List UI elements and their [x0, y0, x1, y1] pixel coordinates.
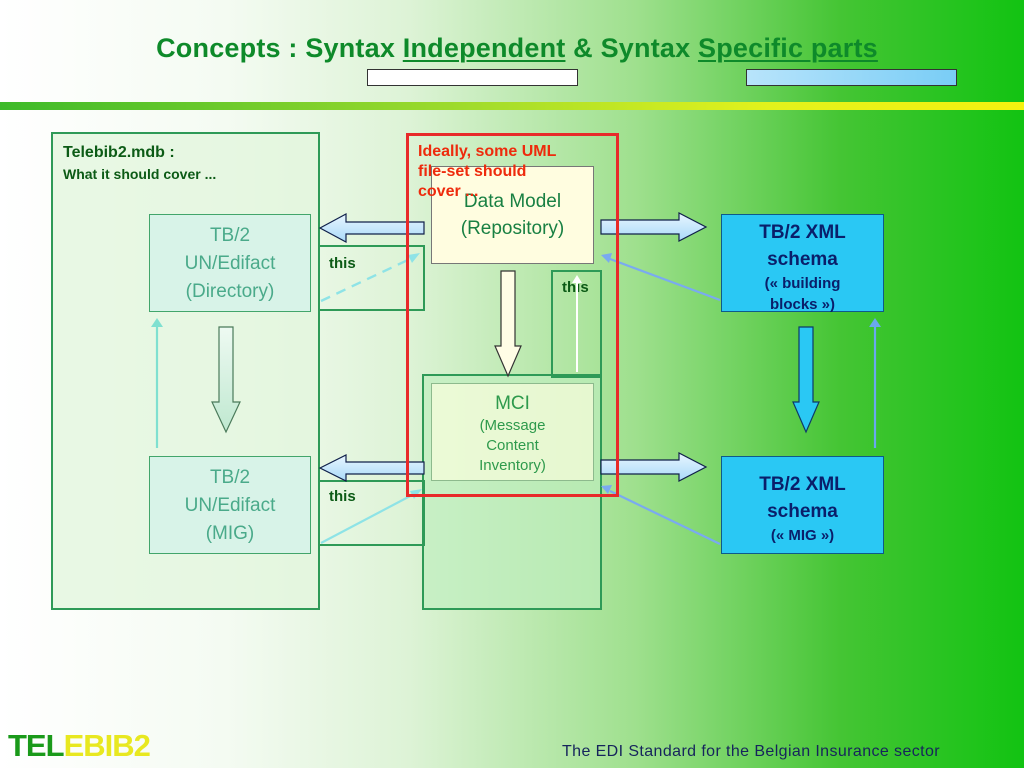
- up-arrow-mci-head: [572, 275, 582, 283]
- uml-note-line-2: file-set should: [418, 163, 527, 180]
- slide-title: Concepts : Syntax Independent & Syntax S…: [0, 33, 1024, 64]
- title-part-1: Concepts : Syntax: [156, 33, 403, 63]
- up-arrow-right-head: [869, 318, 881, 327]
- mig-line-1: TB/2: [209, 467, 251, 488]
- xml-building-sub-2: blocks »): [769, 296, 836, 313]
- tb2-mig-box: TB/2 UN/Edifact (MIG): [149, 456, 311, 554]
- arrow-directory-to-mig: [211, 326, 241, 434]
- connector-frame-mig: [318, 480, 425, 546]
- arrow-xml-building-to-mig: [792, 326, 820, 434]
- title-part-2: Independent: [402, 33, 566, 63]
- directory-line-1: TB/2: [209, 225, 251, 246]
- xml-building-title-1: TB/2 XML: [759, 222, 846, 243]
- mci-line-2: Content: [486, 437, 539, 454]
- xml-mig-sub-1: (« MIG »): [770, 527, 835, 544]
- data-model-line-2: (Repository): [460, 218, 565, 239]
- title-part-4: Specific parts: [698, 33, 878, 63]
- uml-note-line-1: Ideally, some UML: [418, 143, 557, 160]
- mci-line-3: Inventory): [479, 457, 546, 474]
- this-label-directory: this: [329, 255, 356, 272]
- xml-building-sub-1: (« building: [764, 275, 841, 292]
- mig-line-2: UN/Edifact: [184, 495, 276, 516]
- connector-frame-directory: [318, 245, 425, 311]
- directory-line-3: (Directory): [185, 281, 275, 302]
- footer-tagline: The EDI Standard for the Belgian Insuran…: [562, 743, 941, 760]
- mig-line-3: (MIG): [205, 523, 255, 544]
- xml-mig-title-2: schema: [767, 501, 838, 522]
- diag-arrow-head-1: [408, 253, 420, 263]
- left-panel-subtitle: What it should cover ...: [63, 166, 217, 182]
- logo-part-2: EBIB2: [63, 728, 151, 763]
- uml-note-line-3: cover ...: [418, 183, 479, 200]
- data-model-line-1: Data Model: [463, 191, 562, 212]
- left-panel-title: Telebib2.mdb :: [63, 144, 175, 161]
- xml-mig-title-1: TB/2 XML: [759, 474, 846, 495]
- header-divider-bar: [0, 102, 1024, 110]
- this-label-mci: this: [562, 279, 589, 296]
- mci-line-1: (Message: [479, 417, 546, 434]
- up-arrow-left-head: [151, 318, 163, 327]
- directory-line-2: UN/Edifact: [184, 253, 276, 274]
- tb2-directory-box: TB/2 UN/Edifact (Directory): [149, 214, 311, 312]
- xml-schema-building-blocks-box: TB/2 XML schema (« building blocks »): [721, 214, 884, 313]
- title-highlight-box-specific: [746, 69, 957, 86]
- title-part-3: & Syntax: [565, 33, 699, 63]
- uml-note: Ideally, some UML file-set should cover …: [418, 142, 608, 202]
- xml-schema-mig-box: TB/2 XML schema (« MIG »): [721, 456, 884, 554]
- connector-frame-mci-up: [551, 270, 602, 378]
- mci-title: MCI: [495, 393, 530, 414]
- uml-scope-frame: [406, 133, 619, 497]
- arrow-to-directory: [318, 212, 425, 244]
- arrow-to-mig: [318, 454, 425, 482]
- logo-part-1: TEL: [8, 728, 65, 763]
- diag-arrow-head-3: [601, 253, 612, 263]
- xml-building-title-2: schema: [767, 249, 838, 270]
- this-label-mig: this: [329, 488, 356, 505]
- arrow-to-xml-mig: [600, 452, 708, 482]
- arrow-datamodel-to-mci: [494, 270, 522, 378]
- arrow-to-xml-building: [600, 212, 708, 242]
- data-model-box: Data Model (Repository): [431, 166, 594, 264]
- mci-box: MCI (Message Content Inventory): [431, 383, 594, 481]
- telebib2-logo: TELEBIB2: [8, 728, 151, 764]
- diag-arrow-head-4: [601, 485, 612, 494]
- title-highlight-box-independent: [367, 69, 578, 86]
